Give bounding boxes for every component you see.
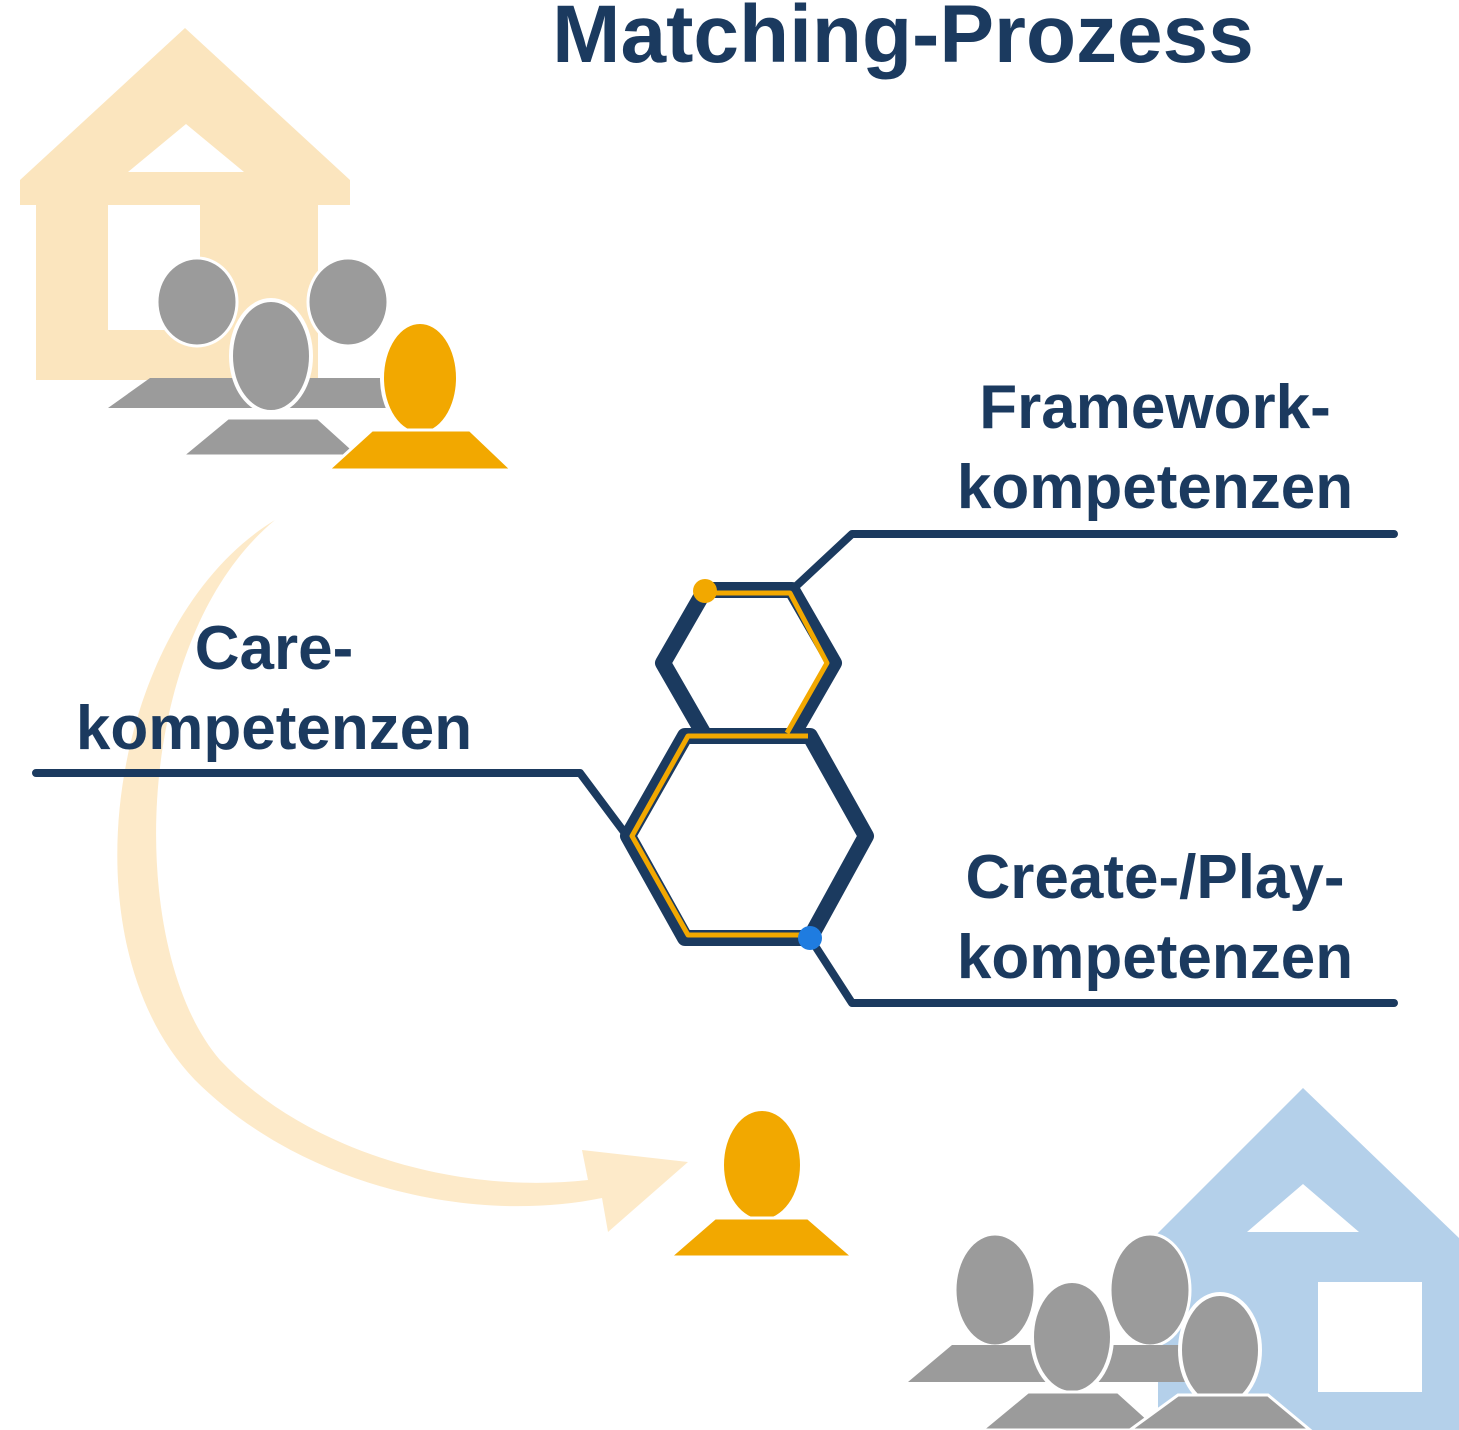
person-icon [979,1279,1163,1430]
create-play-dot [798,926,822,950]
page-title: Matching-Prozess [552,0,1254,80]
framework-label-line1: Framework- [979,373,1330,442]
source-house-icon [20,28,350,380]
create-play-label-line1: Create-/Play- [965,843,1344,912]
person-icon [177,298,364,458]
person-icon [1127,1292,1313,1430]
create-play-connector-line [806,934,1398,1007]
target-team-group [908,1232,1313,1430]
framework-label-line2: kompetenzen [957,453,1353,522]
create-play-label-line2: kompetenzen [957,923,1353,992]
person-icon [324,320,516,472]
framework-dot [693,579,717,603]
transfer-arrow-icon [117,520,688,1232]
care-label-line1: Care- [195,614,354,683]
framework-connector-line [788,530,1398,594]
care-label-line2: kompetenzen [76,694,472,763]
care-connector-line [32,769,634,844]
transferred-person-icon [665,1107,858,1259]
source-team-group [108,256,516,472]
competence-hexagons-icon [620,579,874,950]
connector-lines [32,530,1398,1007]
